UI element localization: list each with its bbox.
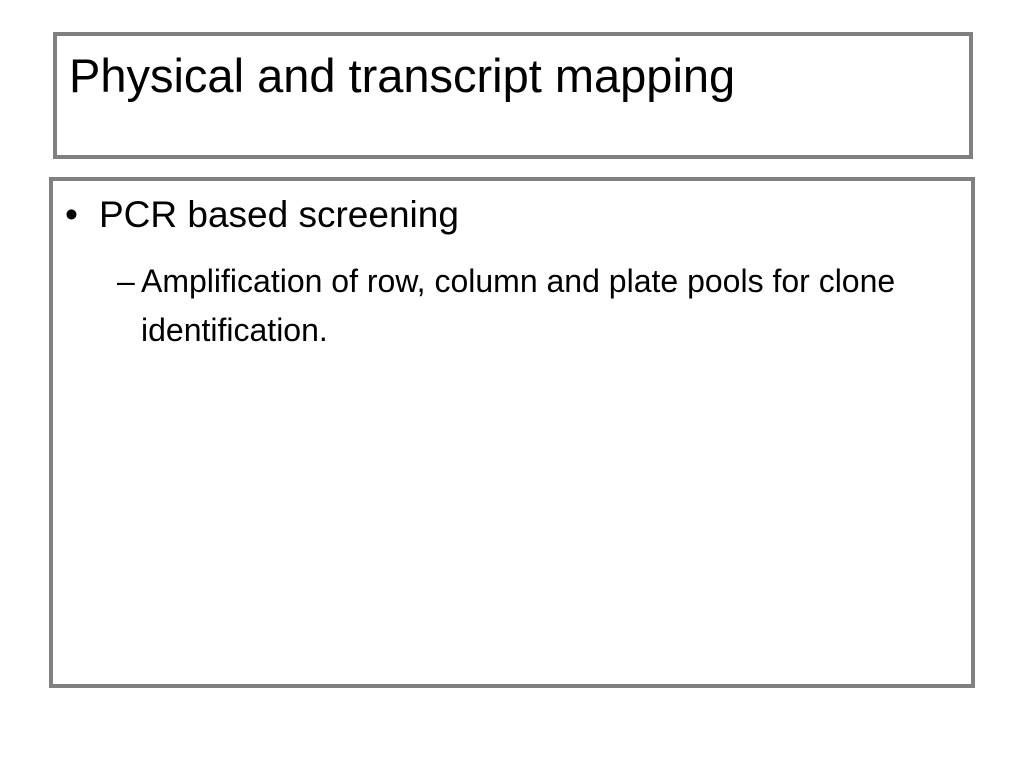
bullet-text: PCR based screening <box>99 194 459 235</box>
sub-bullet-marker: – <box>117 263 135 299</box>
sub-bullet-text: Amplification of row, column and plate p… <box>141 263 896 348</box>
slide-title-box: Physical and transcript mapping <box>53 32 973 159</box>
slide-content-box: • PCR based screening – Amplification of … <box>49 177 975 688</box>
slide-title: Physical and transcript mapping <box>69 49 736 102</box>
bullet-item: • PCR based screening <box>65 193 459 237</box>
sub-bullet-item: – Amplification of row, column and plate… <box>117 257 917 355</box>
bullet-marker: • <box>65 194 78 235</box>
